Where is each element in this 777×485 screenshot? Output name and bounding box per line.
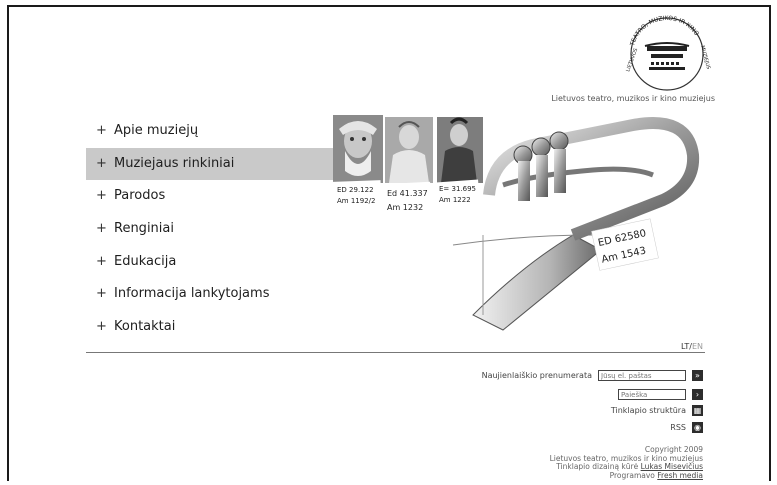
lang-lt[interactable]: LT	[681, 342, 690, 351]
svg-text:Am 1222: Am 1222	[439, 196, 471, 204]
nav-item-rinkiniai[interactable]: + Muziejaus rinkiniai	[86, 147, 334, 181]
portrait-2	[385, 117, 433, 183]
copyright-line: Copyright 2009	[644, 445, 703, 454]
designer-link[interactable]: Lukas Misevičius	[640, 462, 703, 472]
search-input[interactable]	[618, 389, 686, 400]
rss-icon[interactable]: ◉	[692, 422, 703, 433]
newsletter-label: Naujienlaiškio prenumerata	[481, 371, 592, 380]
programming-credit-label: Programavo	[609, 470, 655, 480]
nav-label: Muziejaus rinkiniai	[114, 155, 235, 171]
svg-text:E= 31.695: E= 31.695	[439, 185, 476, 193]
design-credit-label: Tinklapio dizainą kūrė	[556, 462, 639, 472]
plus-icon: +	[96, 123, 107, 138]
main-navigation: + Apie muziejų + Muziejaus rinkiniai + Paro…	[86, 115, 334, 344]
programmer-link[interactable]: Fresh media	[657, 470, 703, 480]
language-switcher: LT/EN	[681, 342, 703, 351]
copyright-museum: Lietuvos teatro, muzikos ir kino muzieju…	[549, 453, 703, 463]
nav-label: Apie muziejų	[114, 123, 199, 138]
tenor-horn-image	[452, 117, 700, 331]
nav-label: Parodos	[114, 188, 166, 204]
svg-text:Am 1232: Am 1232	[387, 203, 423, 212]
svg-text:ED 29.122: ED 29.122	[337, 186, 374, 194]
rss-row[interactable]: RSS ◉	[670, 422, 703, 433]
nav-label: Informacija lankytojams	[114, 286, 270, 302]
sitemap-link[interactable]: Tinklapio struktūra	[610, 406, 686, 415]
sitemap-row[interactable]: Tinklapio struktūra ▦	[611, 405, 703, 416]
search-row: ›	[618, 389, 703, 400]
nav-label: Renginiai	[114, 221, 174, 237]
logo-ring-left: LIETUVOS	[625, 48, 639, 73]
plus-icon: +	[96, 221, 107, 237]
nav-item-edukacija[interactable]: + Edukacija	[86, 246, 334, 279]
catalog-tag-4: ED 62580 Am 1543	[591, 218, 659, 271]
nav-item-renginiai[interactable]: + Renginiai	[86, 213, 334, 246]
nav-item-parodos[interactable]: + Parodos	[86, 180, 334, 213]
museum-name: Lietuvos teatro, muzikos ir kino muzieju…	[551, 94, 715, 103]
catalog-tag-2: Ed 41.337 Am 1232	[382, 181, 432, 219]
svg-text:Ed 41.337: Ed 41.337	[387, 189, 428, 198]
rss-link[interactable]: RSS	[670, 423, 686, 432]
nav-label: Kontaktai	[114, 319, 176, 335]
portrait-1	[333, 115, 383, 183]
newsletter-row: Naujienlaiškio prenumerata »	[482, 370, 703, 381]
nav-label: Edukacija	[114, 253, 177, 269]
svg-text:Am 1192/2: Am 1192/2	[337, 197, 375, 205]
plus-icon: +	[96, 188, 107, 204]
portrait-3	[437, 117, 483, 183]
sitemap-icon[interactable]: ▦	[692, 405, 703, 416]
plus-icon: +	[96, 155, 107, 171]
lang-en[interactable]: EN	[691, 342, 703, 351]
nav-item-informacija[interactable]: + Informacija lankytojams	[86, 278, 334, 311]
catalog-tag-3: E= 31.695 Am 1222	[434, 179, 480, 209]
catalog-tag-1: ED 29.122 Am 1192/2	[333, 180, 382, 210]
search-submit-button[interactable]: ›	[692, 389, 703, 400]
footer-divider	[86, 352, 705, 353]
copyright-block: Copyright 2009 Lietuvos teatro, muzikos …	[549, 445, 703, 481]
nav-item-kontaktai[interactable]: + Kontaktai	[86, 311, 334, 344]
lang-separator: /	[689, 342, 692, 351]
newsletter-submit-button[interactable]: »	[692, 370, 703, 381]
hero-collage: ED 29.122 Am 1192/2 Ed 41.337 Am 1232 E=…	[333, 115, 704, 340]
design-credit: Tinklapio dizainą kūrė Lukas Misevičius	[550, 462, 703, 472]
nav-item-apie[interactable]: + Apie muziejų	[86, 115, 334, 148]
programming-credit: Programavo Fresh media	[550, 470, 703, 481]
plus-icon: +	[96, 286, 107, 302]
museum-logo[interactable]: TEATRO, MUZIKOS IR KINO LIETUVOS MUZIEJU…	[621, 10, 713, 92]
plus-icon: +	[96, 253, 107, 269]
newsletter-email-input[interactable]	[598, 370, 686, 381]
plus-icon: +	[96, 319, 107, 335]
